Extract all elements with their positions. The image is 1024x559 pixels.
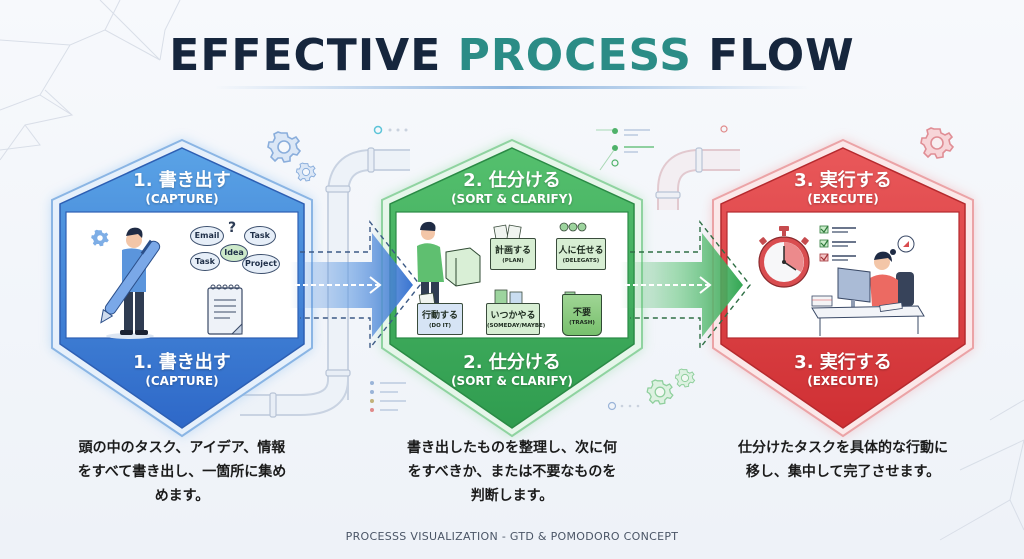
thought-bubble-task: Task [244, 226, 276, 246]
thought-bubble-task-2: Task [190, 252, 220, 271]
arrow-sort-to-execute [620, 219, 751, 351]
documents-in-bins-icon [418, 222, 587, 308]
gear-icon [267, 131, 302, 163]
gear-icon [920, 127, 955, 159]
bin-someday-maybe: いつかやる(SOMEDAY/MAYBE) [486, 303, 545, 335]
capture-label-bottom: 1. 書き出す(CAPTURE) [133, 352, 231, 388]
network-decoration [0, 0, 1024, 541]
sort-description: 書き出したものを整理し、次に何 をすべきか、または不要なものを 判断します。 [407, 440, 617, 504]
thought-bubble-email: Email [190, 226, 224, 246]
bin-plan: 計画する(PLAN) [490, 238, 536, 270]
dots-decoration [370, 125, 728, 412]
worker-at-desk-icon [811, 235, 925, 336]
title-accent: PROCESS [457, 30, 692, 81]
bin-do-it: 行動する(DO IT) [417, 303, 463, 335]
gear-icon [91, 229, 109, 247]
stopwatch-icon [758, 226, 810, 288]
trash-bin: 不要(TRASH) [562, 294, 602, 336]
sort-label-top: 2. 仕分ける(SORT & CLARIFY) [451, 170, 573, 206]
question-mark: ? [228, 220, 237, 236]
title-underline [215, 86, 809, 89]
arrow-capture-to-sort [290, 219, 421, 351]
execute-label-top: 3. 実行する(EXECUTE) [794, 170, 892, 206]
execute-illustration [758, 225, 925, 336]
person-with-box-icon [417, 221, 481, 312]
gear-decorations [267, 127, 955, 405]
thought-bubble-project: Project [242, 254, 280, 274]
notepad-icon [207, 284, 243, 335]
gear-icon [295, 162, 317, 182]
footer-caption: PROCESSS VISUALIZATION - GTD & POMODORO … [345, 530, 679, 543]
gear-icon [646, 379, 674, 405]
capture-description: 頭の中のタスク、アイデア、情報 をすべて書き出し、一箇所に集め めます。 [77, 440, 287, 504]
person-with-pen-icon [100, 227, 161, 339]
gear-icon [674, 368, 696, 388]
capture-illustration [91, 227, 243, 339]
bin-delegate: 人に任せる(DELEGATS) [556, 238, 606, 270]
pipe-decoration [240, 147, 740, 418]
execute-description: 仕分けたタスクを具体的な行動に 移し、集中して完了させます。 [738, 440, 948, 480]
thought-bubble-idea: Idea [220, 244, 248, 262]
sort-label-bottom: 2. 仕分ける(SORT & CLARIFY) [451, 352, 573, 388]
checklist-icon [819, 225, 856, 262]
execute-label-bottom: 3. 実行する(EXECUTE) [794, 352, 892, 388]
sort-illustration [417, 221, 587, 312]
capture-label-top: 1. 書き出す(CAPTURE) [133, 170, 231, 206]
page-title: EFFECTIVE PROCESS FLOW [169, 30, 855, 81]
